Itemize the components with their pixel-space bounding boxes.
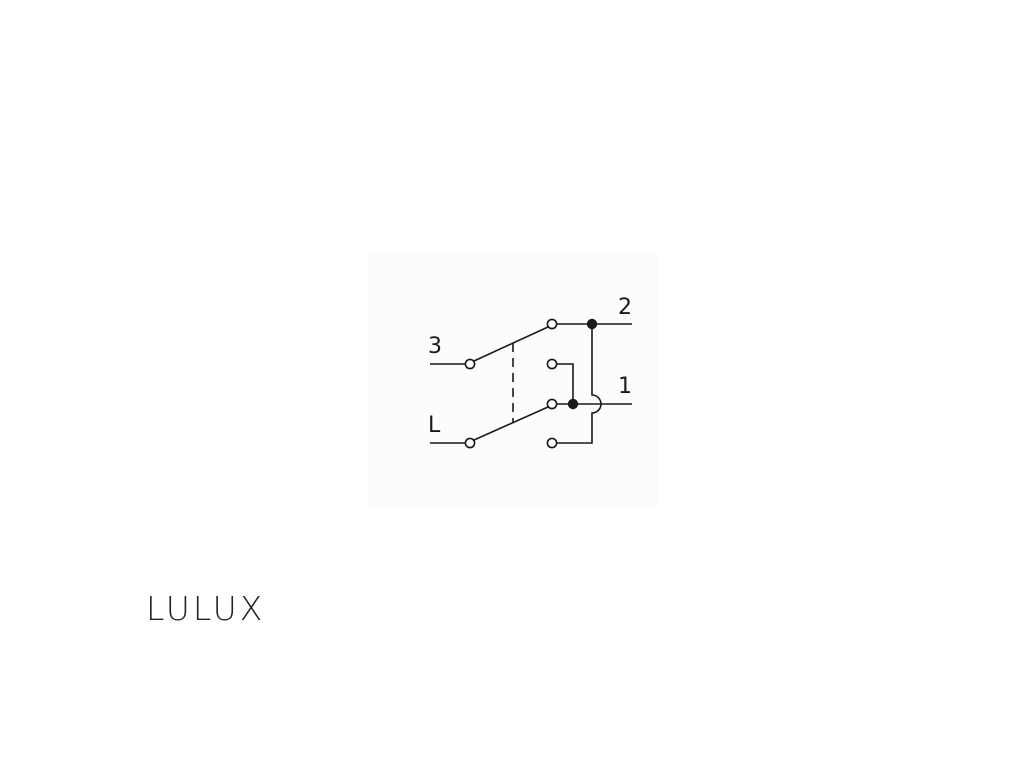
terminal-label-L: L <box>428 413 441 438</box>
junction-dot-2 <box>586 318 598 330</box>
wire-contact-link <box>556 363 574 404</box>
terminal-label-1: 1 <box>618 374 632 399</box>
contact-input-L <box>464 437 476 449</box>
contact-lower-2 <box>546 437 558 449</box>
terminal-label-2: 2 <box>618 295 632 320</box>
junction-dot-1 <box>567 398 579 410</box>
contact-upper-2 <box>546 358 558 370</box>
terminal-label-3: 3 <box>428 334 442 359</box>
wire-bridge-crossover <box>556 324 602 444</box>
contact-lower-1 <box>546 398 558 410</box>
switch-blade-lower <box>473 406 549 441</box>
contact-input-3 <box>464 358 476 370</box>
contact-upper-1 <box>546 318 558 330</box>
brand-logo-text: LULUX <box>146 589 266 628</box>
switch-blade-upper <box>473 326 549 362</box>
